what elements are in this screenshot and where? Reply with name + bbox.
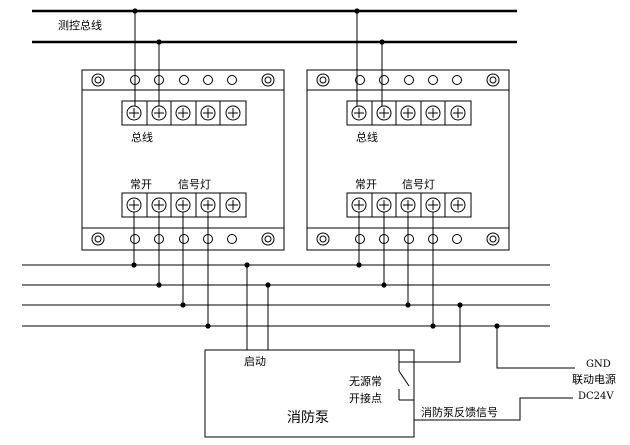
fire-pump-name: 消防泵 (287, 410, 329, 426)
field-lines (22, 264, 550, 327)
module-1-bus-terminal-block (121, 100, 247, 126)
linkage-power: GND 联动电源 DC24V (494, 323, 616, 402)
pump-feedback-label: 消防泵反馈信号 (421, 405, 498, 419)
contact-label-line2: 开接点 (349, 392, 382, 405)
module-2-signal-light-label: 信号灯 (402, 178, 435, 191)
gnd-wire (496, 326, 575, 369)
module-1-signal-light-label: 信号灯 (178, 178, 211, 191)
fire-pump: 消防泵 启动 无源常 开接点 消防泵反馈信号 (204, 262, 573, 438)
normally-open-contact (398, 350, 415, 437)
dc24v-label: DC24V (578, 391, 614, 402)
module-2: 总线 常开 信号灯 (306, 69, 510, 251)
feedback-wire (398, 305, 461, 363)
gnd-label: GND (586, 359, 611, 370)
linkage-power-label: 联动电源 (572, 372, 616, 386)
module-1: 总线 常开 信号灯 (81, 69, 285, 251)
module-2-bus-label: 总线 (356, 130, 378, 144)
fire-pump-box (204, 349, 415, 438)
module-1-io-terminal-block (121, 192, 247, 218)
module-2-top-holes (355, 75, 462, 85)
module-2-bus-terminal-block (346, 100, 472, 126)
module-2-normally-open-label: 常开 (355, 178, 377, 191)
module-2-bottom-holes (355, 234, 462, 244)
module-io-wires (131, 212, 436, 329)
module-1-bus-label: 总线 (131, 130, 153, 144)
contact-label-line1: 无源常 (349, 374, 382, 388)
module-1-top-holes (130, 75, 237, 85)
control-bus-label: 测控总线 (58, 18, 102, 32)
control-bus: 测控总线 (32, 9, 517, 44)
module-1-normally-open-label: 常开 (130, 178, 152, 191)
bus-drop-wires (132, 8, 385, 106)
module-2-io-terminal-block (346, 192, 472, 218)
feedback-output-wire (414, 397, 573, 421)
pump-start-label: 启动 (244, 355, 266, 368)
